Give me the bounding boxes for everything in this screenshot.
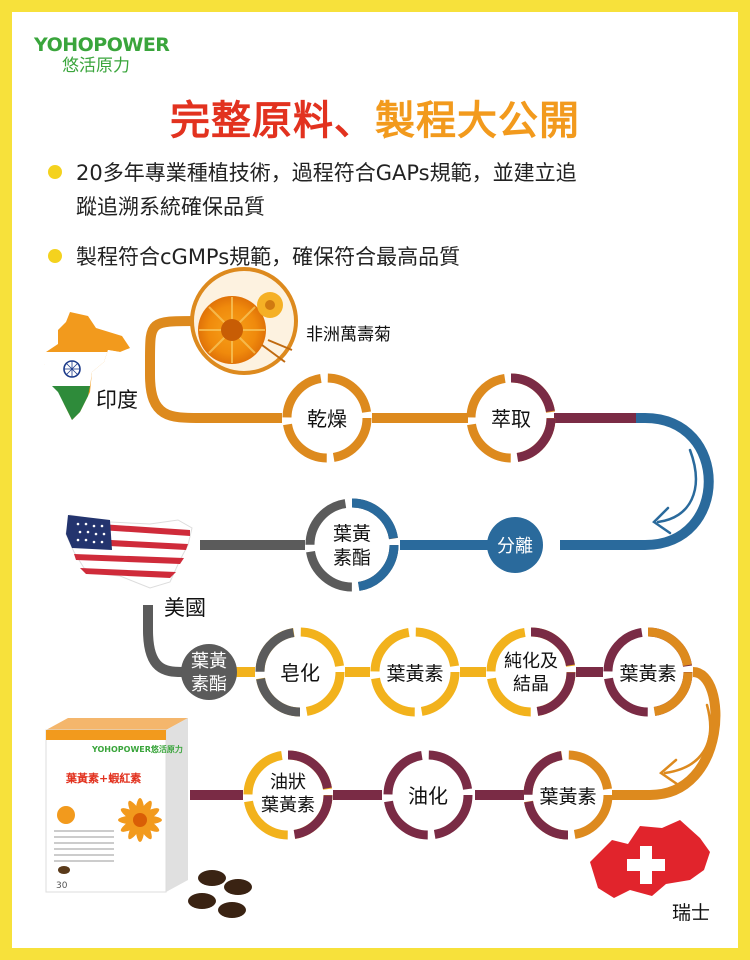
step-node-saponify: 皂化 bbox=[255, 627, 345, 717]
step-label: 葉黃 bbox=[333, 523, 371, 545]
step-label: 葉黃素 bbox=[261, 795, 315, 816]
bullet-item: 製程符合cGMPs規範，確保符合最高品質 bbox=[48, 240, 460, 274]
bullet-text: 20多年專業種植技術，過程符合GAPs規範，並建立追 bbox=[76, 161, 577, 185]
marigold-flower-image bbox=[190, 267, 298, 375]
step-label: 純化及 bbox=[504, 651, 558, 672]
step-label: 葉黃 bbox=[191, 651, 227, 672]
curved-arrow-icon bbox=[656, 448, 698, 524]
step-node-extract: 萃取 bbox=[466, 373, 556, 463]
curved-arrow-icon bbox=[663, 703, 712, 775]
step-label: 油狀 bbox=[270, 772, 306, 793]
india-map-icon bbox=[44, 312, 130, 420]
path-segment bbox=[560, 413, 714, 550]
box-product-name: 葉黃素+蝦紅素 bbox=[65, 771, 141, 785]
brand-name-rest: POWER bbox=[93, 34, 170, 56]
step-label: 素酯 bbox=[191, 674, 227, 695]
step-node-oilify: 油化 bbox=[383, 750, 473, 840]
softgel-capsules-image bbox=[188, 870, 252, 918]
step-node-lutein-ester-2: 葉黃 素酯 bbox=[181, 644, 237, 700]
brand-logo: YOHOPOWER 悠活原力 bbox=[34, 34, 170, 76]
country-label-switzerland: 瑞士 bbox=[672, 902, 711, 924]
country-label-india: 印度 bbox=[96, 388, 138, 412]
step-label: 葉黃素 bbox=[539, 786, 596, 808]
step-label: 萃取 bbox=[491, 407, 531, 431]
step-label: 葉黃素 bbox=[619, 663, 676, 685]
step-node-dry: 乾燥 bbox=[282, 373, 372, 463]
path-segment bbox=[612, 667, 721, 800]
step-node-purify: 純化及 結晶 bbox=[486, 627, 576, 717]
path-segment bbox=[143, 605, 183, 677]
bullet-dot-icon bbox=[48, 165, 62, 179]
box-brand: YOHOPOWER悠活原力 bbox=[91, 744, 183, 754]
country-label-usa: 美國 bbox=[164, 596, 206, 620]
product-box-image: YOHOPOWER悠活原力 葉黃素+蝦紅素 30 bbox=[45, 718, 188, 893]
step-label: 分離 bbox=[497, 536, 533, 557]
arrowhead-icon bbox=[652, 506, 672, 535]
step-node-oily-lutein: 油狀 葉黃素 bbox=[243, 750, 333, 840]
brand-name-bold: YOHO bbox=[34, 34, 94, 56]
bullet-text: 製程符合cGMPs規範，確保符合最高品質 bbox=[76, 245, 461, 269]
page-title: 完整原料、製程大公開 bbox=[0, 88, 750, 146]
step-label: 結晶 bbox=[513, 674, 549, 695]
step-node-lutein-3: 葉黃素 bbox=[523, 750, 613, 840]
step-label: 素酯 bbox=[333, 547, 371, 569]
path-segment bbox=[145, 316, 282, 423]
flower-label: 非洲萬壽菊 bbox=[306, 325, 391, 345]
step-node-lutein-2: 葉黃素 bbox=[603, 627, 693, 717]
brand-name-zh: 悠活原力 bbox=[62, 56, 130, 76]
step-label: 皂化 bbox=[280, 661, 320, 685]
step-node-lutein-1: 葉黃素 bbox=[370, 627, 460, 717]
arrowhead-icon bbox=[658, 758, 679, 786]
bullet-text-continued: 蹤追溯系統確保品質 bbox=[76, 195, 265, 219]
title-part-2: 製程大公開 bbox=[375, 98, 580, 144]
switzerland-map-icon bbox=[590, 820, 710, 898]
title-part-1: 完整原料、 bbox=[170, 98, 375, 144]
bullet-item: 20多年專業種植技術，過程符合GAPs規範，並建立追 蹤追溯系統確保品質 bbox=[48, 156, 577, 224]
bullet-dot-icon bbox=[48, 249, 62, 263]
step-node-lutein-ester-1: 葉黃 素酯 bbox=[305, 498, 399, 592]
step-node-separate: 分離 bbox=[487, 517, 543, 573]
box-count: 30 bbox=[56, 881, 68, 891]
step-label: 葉黃素 bbox=[386, 663, 443, 685]
usa-map-icon bbox=[65, 514, 193, 589]
step-label: 油化 bbox=[408, 784, 448, 808]
step-label: 乾燥 bbox=[307, 407, 347, 431]
